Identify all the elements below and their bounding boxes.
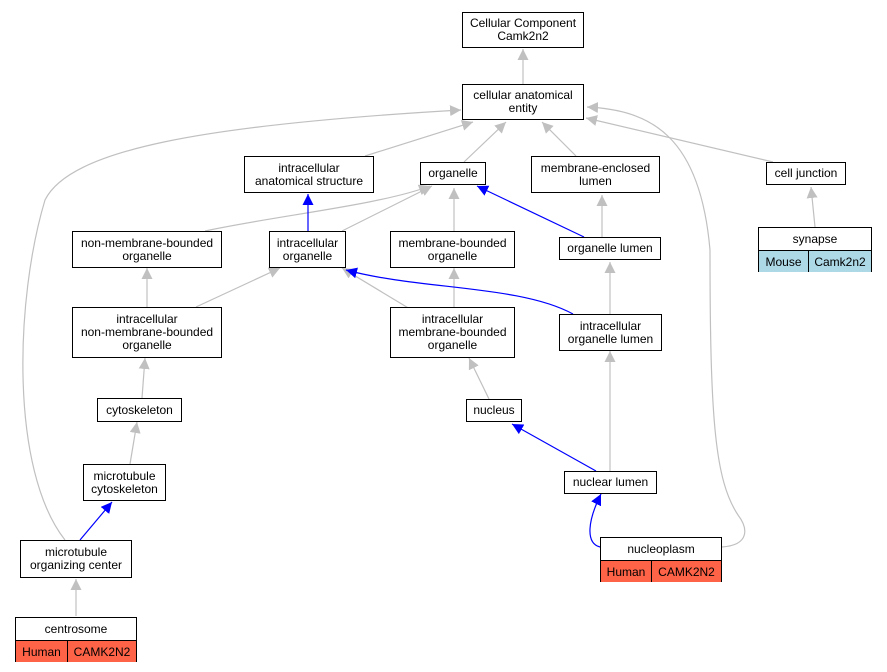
edge-mtoc-mtc	[79, 501, 113, 541]
node-cytoskeleton[interactable]: cytoskeleton	[97, 398, 182, 422]
node-cell-junction[interactable]: cell junction	[766, 162, 846, 185]
node-cellular-anatomical-entity[interactable]: cellular anatomical entity	[462, 84, 584, 120]
node-intracellular-organelle-lumen[interactable]: intracellular organelle lumen	[559, 314, 662, 351]
edge-cyto-inmbo	[138, 357, 150, 399]
edge-io-organelle	[341, 185, 433, 232]
edge-cj-synapse	[806, 186, 818, 228]
edge-inmbo-io	[195, 267, 281, 308]
node-organelle[interactable]: organelle	[420, 162, 486, 185]
edge-nl-nucleus	[511, 423, 597, 472]
gene-cell: Camk2n2	[808, 251, 871, 272]
edge-nucleoplasm-nl	[589, 493, 602, 548]
node-organelle-lumen[interactable]: organelle lumen	[559, 237, 661, 260]
species-cell: Human	[601, 561, 651, 582]
node-membrane-bounded-organelle[interactable]: membrane-bounded organelle	[390, 231, 515, 268]
node-centrosome[interactable]: centrosome Human CAMK2N2	[15, 617, 137, 662]
node-nucleus[interactable]: nucleus	[466, 399, 522, 422]
species-cell: Mouse	[759, 251, 808, 272]
edge-imbo-io	[341, 267, 411, 310]
node-membrane-enclosed-lumen[interactable]: membrane-enclosed lumen	[531, 156, 660, 193]
node-intracellular-membrane-bounded-organelle[interactable]: intracellular membrane-bounded organelle	[390, 307, 515, 358]
node-nucleoplasm[interactable]: nucleoplasm Human CAMK2N2	[600, 537, 722, 582]
node-cellular-component[interactable]: Cellular Component Camk2n2	[462, 12, 584, 48]
node-synapse[interactable]: synapse Mouse Camk2n2	[758, 227, 872, 272]
gene-cell: CAMK2N2	[67, 641, 136, 662]
node-non-membrane-bounded-organelle[interactable]: non-membrane-bounded organelle	[72, 231, 222, 268]
node-synapse-label: synapse	[759, 228, 871, 251]
species-cell: Human	[16, 641, 67, 662]
edge-ol-organelle	[476, 185, 585, 238]
edge-organelle-cae	[463, 121, 507, 163]
node-nucleoplasm-label: nucleoplasm	[601, 538, 721, 561]
node-centrosome-label: centrosome	[16, 618, 136, 641]
edge-iol-io	[345, 267, 574, 315]
node-intracellular-non-membrane-bounded-organelle[interactable]: intracellular non-membrane-bounded organ…	[72, 307, 222, 358]
edge-mtc-cyto	[129, 421, 141, 465]
node-intracellular-organelle[interactable]: intracellular organelle	[269, 231, 346, 268]
edge-nucleoplasm-cae	[586, 102, 746, 548]
node-microtubule-organizing-center[interactable]: microtubule organizing center	[20, 540, 132, 578]
edge-mel-cae	[541, 121, 577, 157]
node-intracellular-anatomical-structure[interactable]: intracellular anatomical structure	[244, 156, 374, 193]
node-microtubule-cytoskeleton[interactable]: microtubule cytoskeleton	[83, 464, 166, 501]
edge-nucleus-imbo	[468, 357, 490, 400]
edge-nmbo-organelle	[204, 184, 431, 232]
edge-mtoc-cae	[22, 105, 462, 541]
node-nuclear-lumen[interactable]: nuclear lumen	[564, 471, 657, 494]
edge-ias-cae	[364, 120, 474, 157]
gene-cell: CAMK2N2	[651, 561, 721, 582]
edge-cj-cae	[585, 115, 774, 163]
